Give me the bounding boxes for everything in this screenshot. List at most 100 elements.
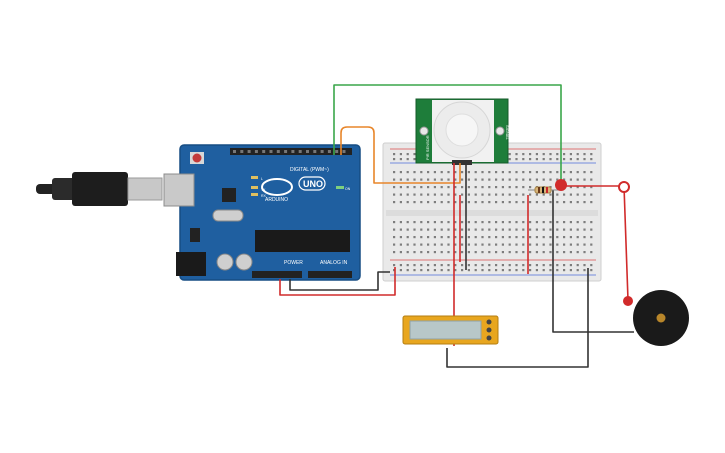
breadboard-hole[interactable]: [583, 186, 586, 189]
breadboard-hole[interactable]: [556, 236, 559, 239]
breadboard-hole[interactable]: [454, 201, 457, 204]
breadboard-hole[interactable]: [481, 221, 484, 224]
breadboard-hole[interactable]: [393, 221, 396, 224]
breadboard-hole[interactable]: [413, 221, 416, 224]
breadboard-hole[interactable]: [508, 178, 511, 181]
breadboard-hole[interactable]: [535, 221, 538, 224]
breadboard-hole[interactable]: [393, 201, 396, 204]
breadboard-hole[interactable]: [563, 178, 566, 181]
breadboard-hole[interactable]: [590, 251, 593, 254]
breadboard-hole[interactable]: [529, 228, 532, 231]
breadboard-hole[interactable]: [399, 228, 402, 231]
breadboard-hole[interactable]: [495, 221, 498, 224]
breadboard-hole[interactable]: [515, 201, 518, 204]
breadboard-hole[interactable]: [399, 178, 402, 181]
breadboard-hole[interactable]: [481, 251, 484, 254]
wire-endpoint-open[interactable]: [618, 181, 630, 193]
breadboard-hole[interactable]: [467, 228, 470, 231]
breadboard-hole[interactable]: [569, 251, 572, 254]
breadboard-hole[interactable]: [501, 264, 504, 267]
breadboard-hole[interactable]: [467, 201, 470, 204]
breadboard-hole[interactable]: [549, 264, 552, 267]
breadboard-hole[interactable]: [515, 251, 518, 254]
breadboard-hole[interactable]: [522, 201, 525, 204]
header-pin[interactable]: [276, 150, 280, 153]
breadboard-hole[interactable]: [433, 228, 436, 231]
breadboard-hole[interactable]: [406, 178, 409, 181]
breadboard-hole[interactable]: [563, 243, 566, 246]
breadboard-hole[interactable]: [583, 251, 586, 254]
header-pin[interactable]: [284, 150, 288, 153]
breadboard-hole[interactable]: [583, 243, 586, 246]
breadboard-hole[interactable]: [576, 153, 579, 156]
breadboard-hole[interactable]: [515, 178, 518, 181]
breadboard-hole[interactable]: [542, 201, 545, 204]
breadboard-hole[interactable]: [501, 221, 504, 224]
breadboard-hole[interactable]: [583, 221, 586, 224]
breadboard-hole[interactable]: [474, 221, 477, 224]
pir-pot-left[interactable]: [419, 126, 429, 136]
breadboard-hole[interactable]: [461, 228, 464, 231]
breadboard-hole[interactable]: [529, 269, 532, 272]
breadboard-hole[interactable]: [569, 228, 572, 231]
breadboard-hole[interactable]: [529, 221, 532, 224]
breadboard-hole[interactable]: [556, 193, 559, 196]
breadboard-hole[interactable]: [576, 269, 579, 272]
breadboard-hole[interactable]: [508, 236, 511, 239]
breadboard-hole[interactable]: [508, 269, 511, 272]
breadboard-hole[interactable]: [393, 193, 396, 196]
breadboard-hole[interactable]: [508, 221, 511, 224]
wire-green-signal[interactable]: [333, 84, 562, 183]
breadboard-hole[interactable]: [488, 171, 491, 174]
header-pin[interactable]: [254, 150, 258, 153]
breadboard-hole[interactable]: [583, 171, 586, 174]
breadboard-hole[interactable]: [440, 269, 443, 272]
breadboard-hole[interactable]: [440, 178, 443, 181]
breadboard-hole[interactable]: [529, 264, 532, 267]
breadboard-hole[interactable]: [590, 186, 593, 189]
pir-pot-right[interactable]: [495, 126, 505, 136]
breadboard[interactable]: [382, 142, 602, 282]
breadboard-hole[interactable]: [399, 264, 402, 267]
breadboard-hole[interactable]: [529, 236, 532, 239]
breadboard-hole[interactable]: [529, 171, 532, 174]
breadboard-hole[interactable]: [474, 178, 477, 181]
breadboard-hole[interactable]: [529, 243, 532, 246]
breadboard-hole[interactable]: [549, 269, 552, 272]
breadboard-hole[interactable]: [522, 158, 525, 161]
breadboard-hole[interactable]: [535, 171, 538, 174]
breadboard-hole[interactable]: [549, 221, 552, 224]
breadboard-hole[interactable]: [447, 269, 450, 272]
breadboard-hole[interactable]: [522, 171, 525, 174]
resistor[interactable]: [528, 186, 560, 194]
breadboard-hole[interactable]: [433, 269, 436, 272]
breadboard-hole[interactable]: [393, 171, 396, 174]
breadboard-hole[interactable]: [481, 236, 484, 239]
breadboard-hole[interactable]: [420, 221, 423, 224]
breadboard-hole[interactable]: [535, 264, 538, 267]
breadboard-hole[interactable]: [447, 228, 450, 231]
breadboard-hole[interactable]: [447, 193, 450, 196]
breadboard-hole[interactable]: [501, 236, 504, 239]
breadboard-hole[interactable]: [563, 171, 566, 174]
breadboard-hole[interactable]: [549, 178, 552, 181]
breadboard-hole[interactable]: [447, 171, 450, 174]
breadboard-hole[interactable]: [433, 236, 436, 239]
header-pin[interactable]: [291, 150, 295, 153]
breadboard-hole[interactable]: [427, 171, 430, 174]
breadboard-hole[interactable]: [495, 236, 498, 239]
breadboard-hole[interactable]: [522, 178, 525, 181]
breadboard-hole[interactable]: [542, 153, 545, 156]
breadboard-hole[interactable]: [501, 171, 504, 174]
breadboard-hole[interactable]: [420, 243, 423, 246]
breadboard-hole[interactable]: [433, 243, 436, 246]
breadboard-hole[interactable]: [406, 201, 409, 204]
breadboard-hole[interactable]: [569, 158, 572, 161]
breadboard-hole[interactable]: [508, 243, 511, 246]
breadboard-hole[interactable]: [461, 236, 464, 239]
breadboard-hole[interactable]: [556, 264, 559, 267]
breadboard-hole[interactable]: [474, 243, 477, 246]
breadboard-hole[interactable]: [474, 171, 477, 174]
breadboard-hole[interactable]: [399, 171, 402, 174]
breadboard-hole[interactable]: [542, 269, 545, 272]
